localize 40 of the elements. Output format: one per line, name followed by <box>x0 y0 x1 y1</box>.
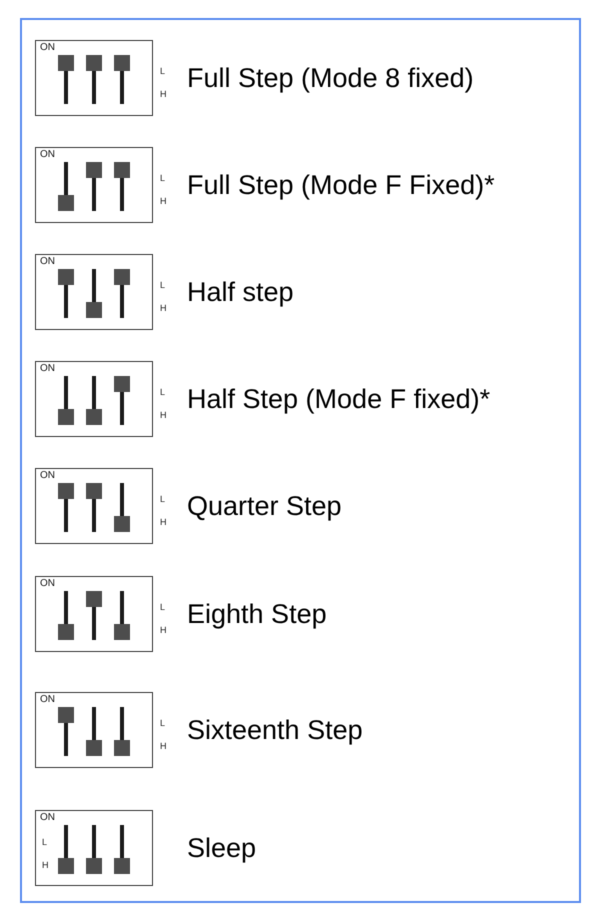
mode-label: Half Step (Mode F fixed)* <box>187 383 490 415</box>
dip-switch-box <box>35 147 153 223</box>
dip-switch-box <box>35 810 153 886</box>
position-label: L <box>160 173 166 183</box>
switch-label: ON <box>40 812 55 823</box>
dip-switch-box <box>35 576 153 652</box>
mode-label: Full Step (Mode 8 fixed) <box>187 62 474 94</box>
dip-switch-box <box>35 692 153 768</box>
position-label: H <box>160 517 166 527</box>
position-label: H <box>160 196 166 206</box>
position-label: H <box>160 625 166 635</box>
position-label: H <box>160 303 166 313</box>
position-label: L <box>42 837 48 847</box>
switch-label: ON <box>40 256 55 267</box>
mode-label: Full Step (Mode F Fixed)* <box>187 169 495 201</box>
mode-label: Half step <box>187 276 294 308</box>
mode-label: Eighth Step <box>187 598 327 630</box>
position-label: H <box>160 89 166 99</box>
dip-switch-box <box>35 40 153 116</box>
position-label: L <box>160 387 166 397</box>
switch-label: ON <box>40 363 55 374</box>
position-label: L <box>160 66 166 76</box>
switch-label: ON <box>40 42 55 53</box>
position-label: H <box>160 410 166 420</box>
dip-switch-box <box>35 468 153 544</box>
dip-switch-box <box>35 254 153 330</box>
switch-label: ON <box>40 470 55 481</box>
position-label: L <box>160 494 166 504</box>
switch-label: ON <box>40 694 55 705</box>
position-label: H <box>160 741 166 751</box>
mode-label: Quarter Step <box>187 490 342 522</box>
position-label: L <box>160 718 166 728</box>
position-label: L <box>160 280 166 290</box>
mode-label: Sixteenth Step <box>187 714 363 746</box>
switch-label: ON <box>40 149 55 160</box>
position-label: H <box>42 860 48 870</box>
mode-label: Sleep <box>187 832 256 864</box>
dip-switch-box <box>35 361 153 437</box>
position-label: L <box>160 602 166 612</box>
switch-label: ON <box>40 578 55 589</box>
